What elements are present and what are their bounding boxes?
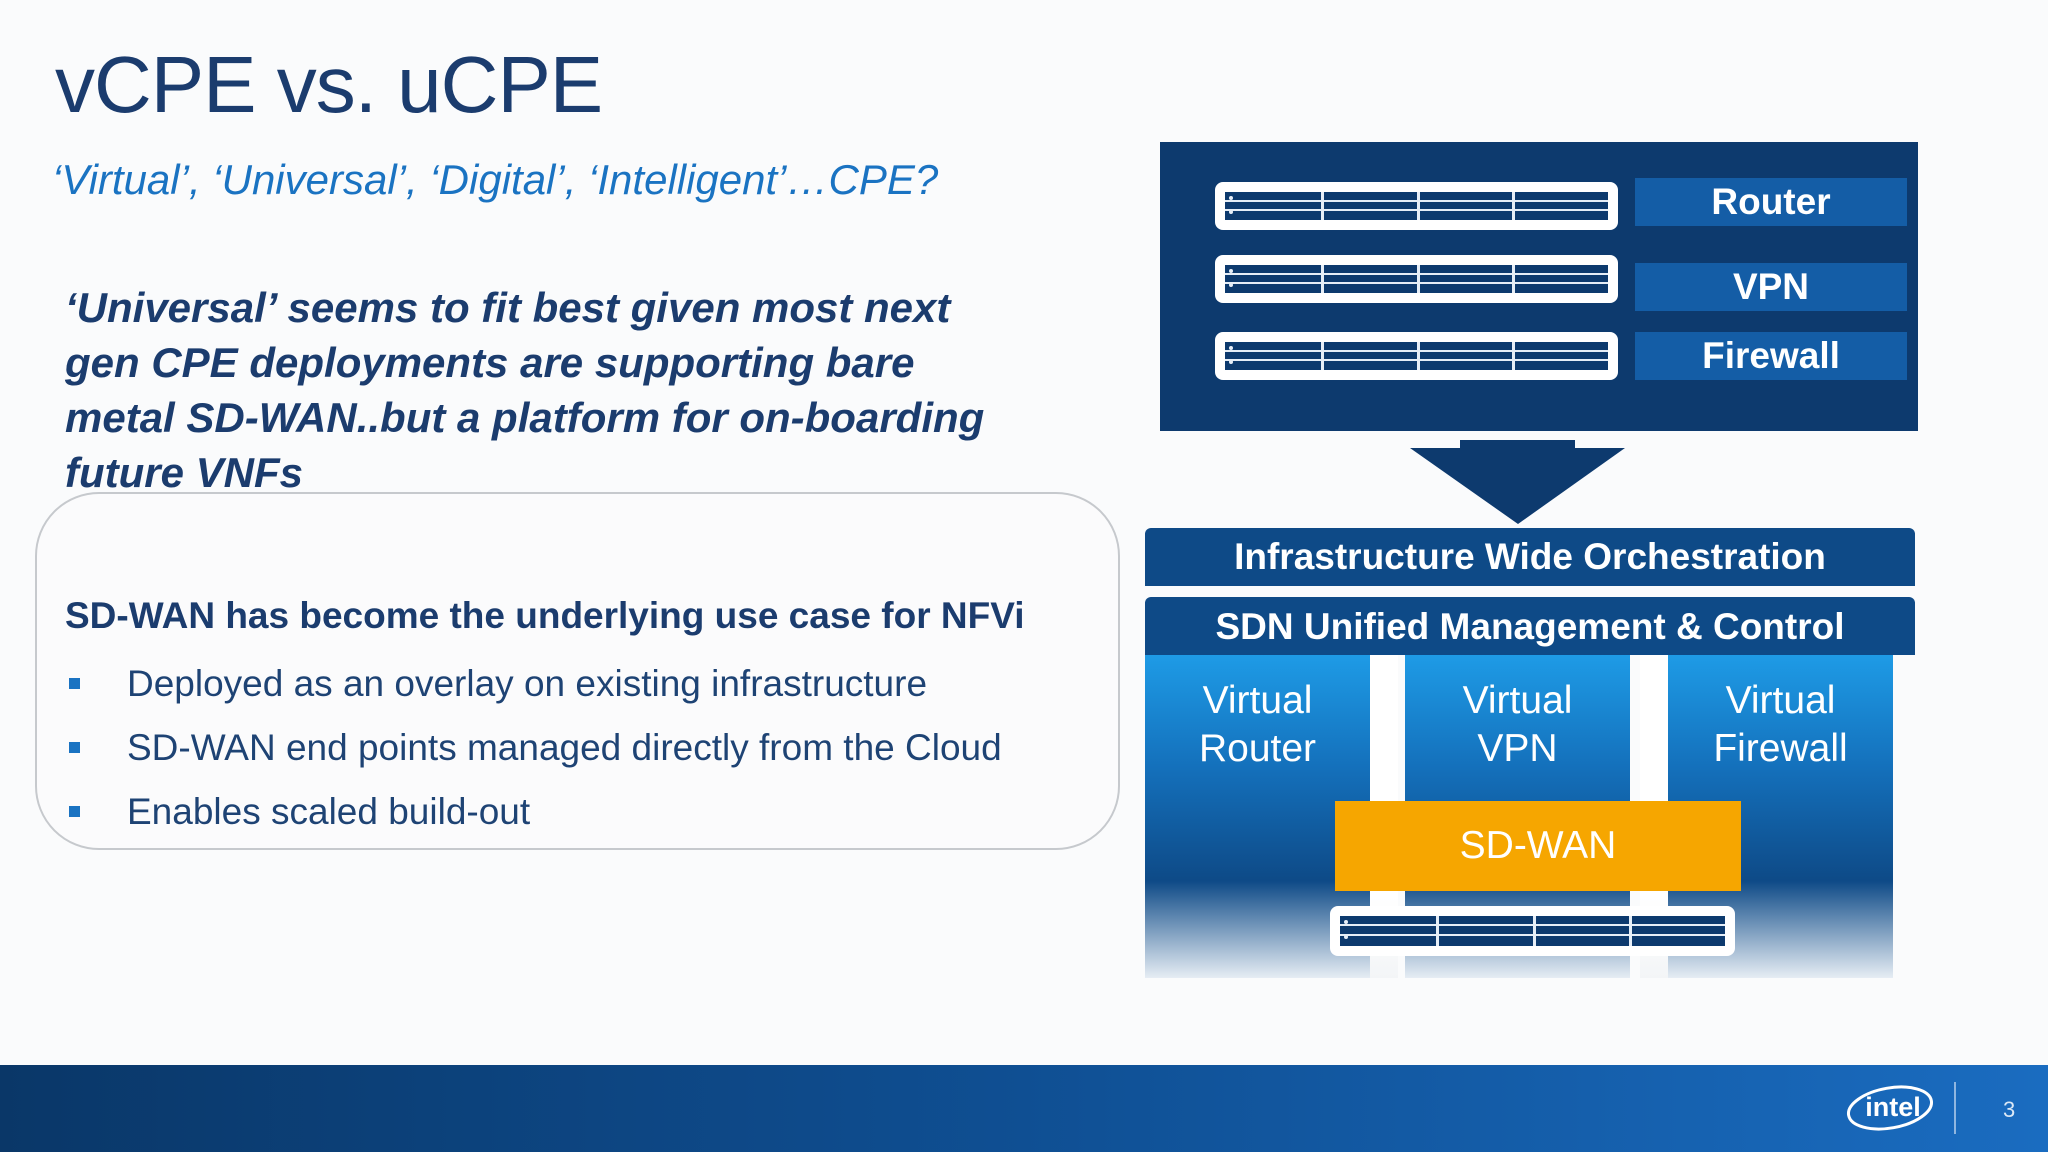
slide-subtitle: ‘Virtual’, ‘Universal’, ‘Digital’, ‘Inte… xyxy=(52,156,939,203)
bullet-square-icon xyxy=(69,742,80,753)
page-number: 3 xyxy=(2003,1097,2016,1122)
lead-line: gen CPE deployments are supporting bare xyxy=(65,339,915,386)
intel-logo-text: intel xyxy=(1865,1092,1921,1122)
bullet-text: Enables scaled build-out xyxy=(127,791,531,832)
virtual-router-label: Virtual Router xyxy=(1198,679,1317,770)
bullet-square-icon xyxy=(69,806,80,817)
router-label: Router xyxy=(1635,178,1907,226)
callout-box xyxy=(35,492,1120,850)
vpn-appliance-server-icon xyxy=(1215,255,1618,303)
slide-title: vCPE vs. uCPE xyxy=(55,40,603,129)
management-bar: SDN Unified Management & Control xyxy=(1145,597,1915,655)
orchestration-bar: Infrastructure Wide Orchestration xyxy=(1145,528,1915,586)
bullet-square-icon xyxy=(69,678,80,689)
callout-heading: SD-WAN has become the underlying use cas… xyxy=(65,595,1025,636)
footer-divider xyxy=(1954,1082,1956,1134)
lead-line: ‘Universal’ seems to fit best given most… xyxy=(65,284,951,331)
sdwan-block: SD-WAN xyxy=(1335,801,1741,891)
hardware-server-icon xyxy=(1330,906,1735,956)
bullet-text: SD-WAN end points managed directly from … xyxy=(127,727,1002,768)
firewall-label: Firewall xyxy=(1635,332,1907,380)
vpn-label: VPN xyxy=(1635,263,1907,311)
virtual-vpn-label: Virtual VPN xyxy=(1462,679,1573,770)
bullet-text: Deployed as an overlay on existing infra… xyxy=(127,663,928,704)
lead-line: metal SD-WAN..but a platform for on-boar… xyxy=(65,394,985,441)
router-appliance-server-icon xyxy=(1215,182,1618,230)
virtual-firewall-label: Virtual Firewall xyxy=(1713,679,1848,770)
appliance-panel: Router VPN Firewall xyxy=(1160,142,1918,431)
lead-statement: ‘Universal’ seems to fit best given most… xyxy=(65,280,1105,500)
footer-bar xyxy=(0,1065,2048,1152)
intel-logo: intel xyxy=(1846,1085,1934,1131)
lead-line: future VNFs xyxy=(65,449,304,496)
firewall-appliance-server-icon xyxy=(1215,332,1618,380)
down-arrow-icon xyxy=(1410,440,1625,524)
